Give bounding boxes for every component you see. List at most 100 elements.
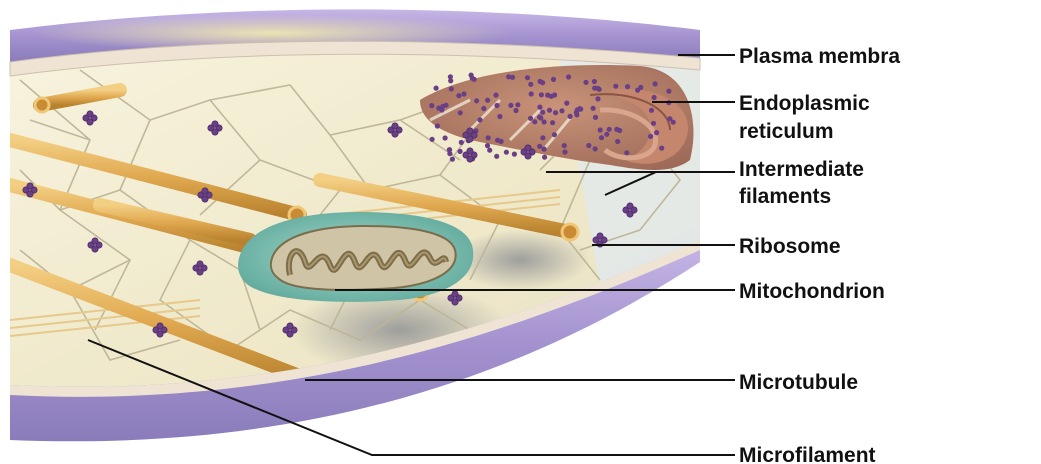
- er-ribosome-dot: [667, 116, 672, 121]
- er-ribosome-dot: [525, 75, 530, 80]
- ribosome-icon: [212, 121, 218, 127]
- er-ribosome-dot: [477, 117, 482, 122]
- er-ribosome-dot: [599, 135, 604, 140]
- er-ribosome-dot: [549, 94, 554, 99]
- er-ribosome-dot: [532, 119, 537, 124]
- er-ribosome-dot: [434, 86, 439, 91]
- er-ribosome-dot: [586, 143, 591, 148]
- er-ribosome-dot: [547, 108, 552, 113]
- er-ribosome-dot: [625, 84, 630, 89]
- er-ribosome-dot: [552, 132, 557, 137]
- ribosome-icon: [525, 145, 531, 151]
- er-ribosome-dot: [593, 146, 598, 151]
- er-ribosome-dot: [542, 155, 547, 160]
- ribosome-icon: [452, 299, 458, 305]
- ribosome-icon: [392, 123, 398, 129]
- er-ribosome-dot: [513, 108, 518, 113]
- ribosome-icon: [287, 323, 293, 329]
- label-microfilament: Microfilament: [739, 444, 876, 464]
- er-ribosome-dot: [592, 79, 597, 84]
- er-ribosome-dot: [494, 154, 499, 159]
- er-ribosome-dot: [653, 81, 658, 86]
- er-ribosome-dot: [458, 110, 463, 115]
- er-ribosome-dot: [504, 150, 509, 155]
- er-ribosome-dot: [495, 138, 500, 143]
- er-ribosome-dot: [595, 96, 600, 101]
- er-ribosome-dot: [566, 74, 571, 79]
- er-ribosome-dot: [564, 101, 569, 106]
- ribosome-icon: [627, 211, 633, 217]
- ribosome-icon: [212, 129, 218, 135]
- er-ribosome-dot: [537, 105, 542, 110]
- label-intermediate-filaments-line2: filaments: [739, 185, 831, 208]
- ribosome-icon: [627, 203, 633, 209]
- ribosome-icon: [467, 136, 473, 142]
- er-ribosome-dot: [458, 149, 463, 154]
- label-plasma-membrane: Plasma membra: [739, 45, 900, 68]
- label-mitochondrion: Mitochondrion: [739, 280, 885, 303]
- label-intermediate-filaments-line1: Intermediate: [739, 158, 864, 181]
- er-ribosome-dot: [577, 106, 582, 111]
- mitochondrion: [238, 212, 473, 302]
- ribosome-icon: [27, 183, 33, 189]
- er-ribosome-dot: [485, 143, 490, 148]
- ribosome-icon: [287, 331, 293, 337]
- er-ribosome-dot: [574, 112, 579, 117]
- er-ribosome-dot: [481, 106, 486, 111]
- er-ribosome-dot: [550, 120, 555, 125]
- label-endoplasmic-reticulum-line1: Endoplasmic: [739, 92, 870, 115]
- er-ribosome-dot: [597, 87, 602, 92]
- ribosome-icon: [202, 196, 208, 202]
- ribosome-icon: [467, 148, 473, 154]
- ribosome-icon: [92, 246, 98, 252]
- er-ribosome-dot: [485, 98, 490, 103]
- er-ribosome-dot: [659, 146, 664, 151]
- ribosome-icon: [467, 128, 473, 134]
- er-ribosome-dot: [529, 91, 534, 96]
- er-ribosome-dot: [591, 106, 596, 111]
- er-ribosome-dot: [648, 134, 653, 139]
- er-ribosome-dot: [553, 110, 558, 115]
- ribosome-icon: [157, 331, 163, 337]
- er-ribosome-dot: [624, 150, 629, 155]
- er-ribosome-dot: [607, 127, 612, 132]
- ribosome-icon: [92, 238, 98, 244]
- er-ribosome-dot: [652, 95, 657, 100]
- er-ribosome-dot: [542, 147, 547, 152]
- er-ribosome-dot: [614, 127, 619, 132]
- ribosome-icon: [202, 188, 208, 194]
- er-ribosome-dot: [537, 144, 542, 149]
- er-ribosome-dot: [429, 103, 434, 108]
- ribosome-icon: [87, 111, 93, 117]
- er-ribosome-dot: [540, 135, 545, 140]
- er-ribosome-dot: [604, 132, 609, 137]
- er-ribosome-dot: [449, 86, 454, 91]
- er-ribosome-dot: [598, 127, 603, 132]
- er-ribosome-dot: [456, 93, 461, 98]
- er-ribosome-dot: [510, 75, 515, 80]
- ribosome-icon: [197, 269, 203, 275]
- er-ribosome-dot: [497, 114, 502, 119]
- er-ribosome-dot: [651, 121, 656, 126]
- er-ribosome-dot: [551, 77, 556, 82]
- ribosome-icon: [452, 291, 458, 297]
- label-endoplasmic-reticulum-line2: reticulum: [739, 120, 834, 143]
- er-ribosome-dot: [487, 148, 492, 153]
- er-ribosome-dot: [540, 110, 545, 115]
- er-ribosome-dot: [654, 130, 659, 135]
- er-ribosome-dot: [615, 139, 620, 144]
- er-ribosome-dot: [450, 157, 455, 162]
- label-ribosome: Ribosome: [739, 235, 841, 258]
- er-ribosome-dot: [430, 137, 435, 142]
- er-ribosome-dot: [613, 84, 618, 89]
- er-ribosome-dot: [635, 88, 640, 93]
- er-ribosome-dot: [542, 119, 547, 124]
- er-ribosome-dot: [459, 140, 464, 145]
- ribosome-icon: [525, 153, 531, 159]
- er-ribosome-dot: [537, 115, 542, 120]
- er-ribosome-dot: [443, 135, 448, 140]
- er-ribosome-dot: [494, 103, 499, 108]
- er-ribosome-dot: [538, 79, 543, 84]
- ribosome-icon: [597, 233, 603, 239]
